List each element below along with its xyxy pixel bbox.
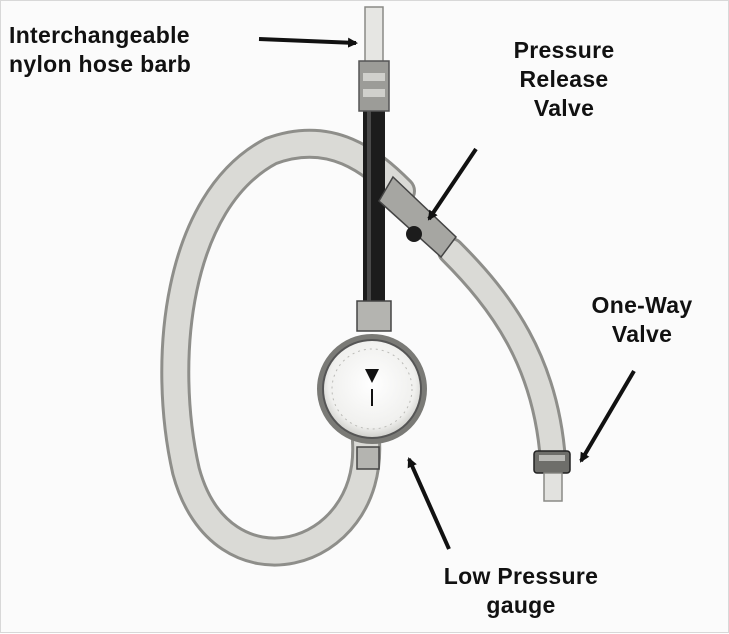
arrow-gauge — [407, 457, 451, 550]
callout-arrows — [258, 37, 636, 550]
hose-barb — [358, 6, 390, 112]
label-one-way-valve-line2: Valve — [611, 321, 673, 347]
arrow-one-way-valve — [579, 369, 636, 463]
arrow-release-valve — [427, 147, 478, 221]
one-way-valve-fitting — [533, 450, 571, 502]
label-release-valve: Pressure Release Valve — [494, 36, 634, 123]
label-hose-barb-line1: Interchangeable — [9, 22, 190, 48]
release-valve-fitting — [378, 175, 457, 259]
label-release-valve-line1: Pressure — [513, 37, 615, 63]
clear-hose — [160, 128, 567, 567]
label-hose-barb-line2: nylon hose barb — [9, 51, 192, 77]
pressure-gauge — [317, 334, 427, 444]
main-tube — [363, 109, 385, 304]
label-one-way-valve: One-Way Valve — [577, 291, 707, 349]
gauge-connector — [356, 300, 392, 470]
label-one-way-valve-line1: One-Way — [591, 292, 693, 318]
label-release-valve-line3: Valve — [533, 95, 595, 121]
label-gauge-line2: gauge — [486, 592, 556, 618]
label-hose-barb: Interchangeable nylon hose barb — [9, 21, 191, 79]
label-gauge-line1: Low Pressure — [443, 563, 599, 589]
label-release-valve-line2: Release — [519, 66, 609, 92]
arrow-hose-barb — [258, 37, 358, 48]
label-gauge: Low Pressure gauge — [406, 562, 636, 620]
